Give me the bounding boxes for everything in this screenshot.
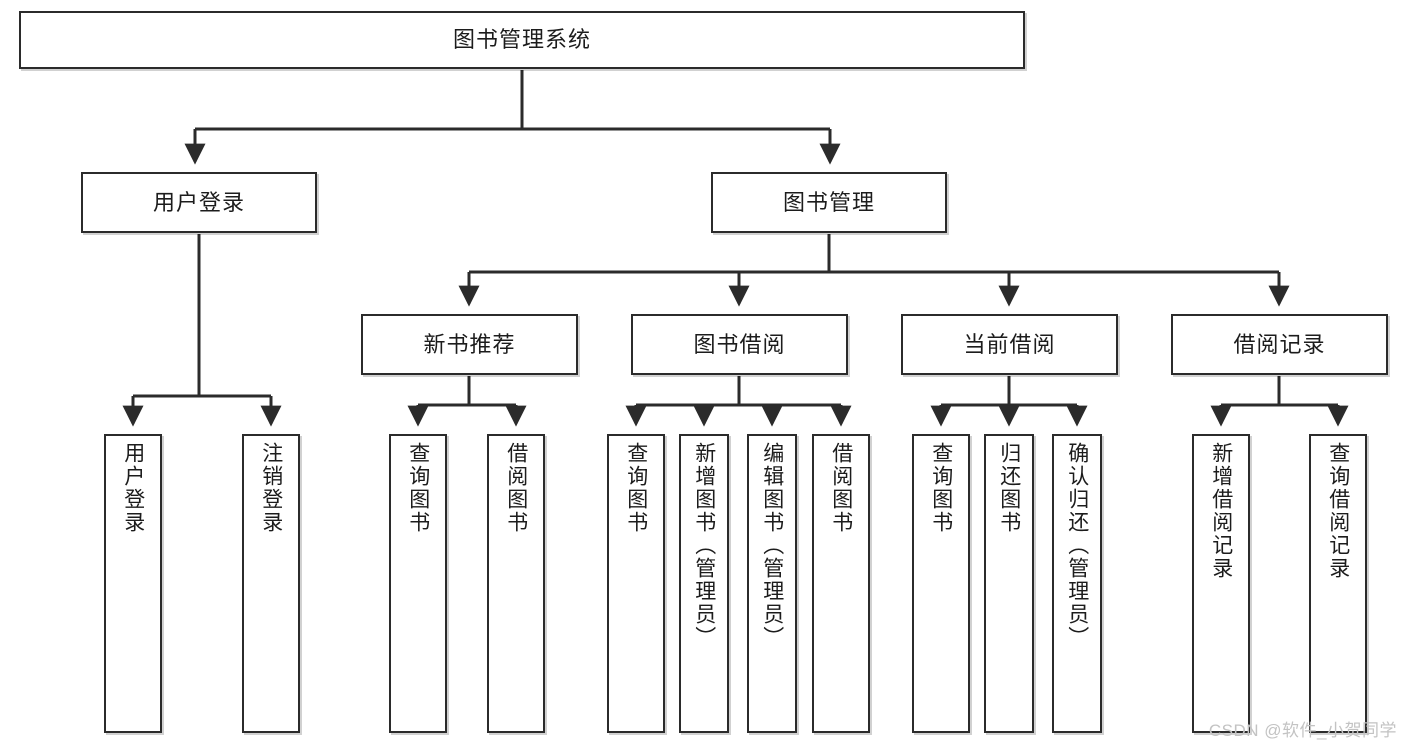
node-leaf-confirm-return-admin[interactable]: 确认归还（管理员） — [1052, 434, 1102, 733]
node-leaf-add-borrow-record[interactable]: 新增借阅记录 — [1192, 434, 1250, 733]
node-leaf-logout[interactable]: 注销登录 — [242, 434, 300, 733]
node-book-borrow[interactable]: 图书借阅 — [631, 314, 848, 375]
node-leaf-logout-label: 注销登录 — [259, 442, 283, 534]
node-current-borrow-label: 当前借阅 — [963, 331, 1056, 357]
node-user-login-label: 用户登录 — [152, 189, 245, 215]
node-leaf-edit-book-admin[interactable]: 编辑图书（管理员） — [747, 434, 797, 733]
node-leaf-newbook-borrow-book[interactable]: 借阅图书 — [487, 434, 545, 733]
node-leaf-newbook-query-book-label: 查询图书 — [406, 442, 430, 534]
node-leaf-user-login[interactable]: 用户登录 — [104, 434, 162, 733]
node-leaf-add-borrow-record-label: 新增借阅记录 — [1209, 442, 1233, 580]
node-leaf-query-borrow-record[interactable]: 查询借阅记录 — [1309, 434, 1367, 733]
node-new-book-recommend[interactable]: 新书推荐 — [361, 314, 578, 375]
node-root-label: 图书管理系统 — [452, 27, 591, 53]
node-borrow-record-label: 借阅记录 — [1233, 331, 1326, 357]
node-leaf-currentborrow-query-book[interactable]: 查询图书 — [912, 434, 970, 733]
node-leaf-newbook-query-book[interactable]: 查询图书 — [389, 434, 447, 733]
node-leaf-newbook-borrow-book-label: 借阅图书 — [504, 442, 528, 534]
node-leaf-bookborrow-borrow-book[interactable]: 借阅图书 — [812, 434, 870, 733]
node-leaf-query-borrow-record-label: 查询借阅记录 — [1326, 442, 1350, 580]
node-root[interactable]: 图书管理系统 — [19, 11, 1025, 69]
node-new-book-recommend-label: 新书推荐 — [423, 331, 516, 357]
node-leaf-add-book-admin[interactable]: 新增图书（管理员） — [679, 434, 729, 733]
node-leaf-user-login-label: 用户登录 — [121, 442, 145, 534]
node-book-borrow-label: 图书借阅 — [693, 331, 786, 357]
node-leaf-add-book-admin-label: 新增图书（管理员） — [692, 442, 716, 649]
node-user-login[interactable]: 用户登录 — [81, 172, 317, 233]
node-current-borrow[interactable]: 当前借阅 — [901, 314, 1118, 375]
node-leaf-bookborrow-borrow-book-label: 借阅图书 — [829, 442, 853, 534]
node-book-manage-label: 图书管理 — [782, 189, 875, 215]
node-leaf-return-book[interactable]: 归还图书 — [984, 434, 1034, 733]
node-leaf-bookborrow-query-book[interactable]: 查询图书 — [607, 434, 665, 733]
node-book-manage[interactable]: 图书管理 — [711, 172, 947, 233]
node-borrow-record[interactable]: 借阅记录 — [1171, 314, 1388, 375]
node-leaf-return-book-label: 归还图书 — [997, 442, 1021, 534]
node-leaf-currentborrow-query-book-label: 查询图书 — [929, 442, 953, 534]
node-leaf-bookborrow-query-book-label: 查询图书 — [624, 442, 648, 534]
node-leaf-confirm-return-admin-label: 确认归还（管理员） — [1065, 442, 1089, 649]
node-leaf-edit-book-admin-label: 编辑图书（管理员） — [760, 442, 784, 649]
